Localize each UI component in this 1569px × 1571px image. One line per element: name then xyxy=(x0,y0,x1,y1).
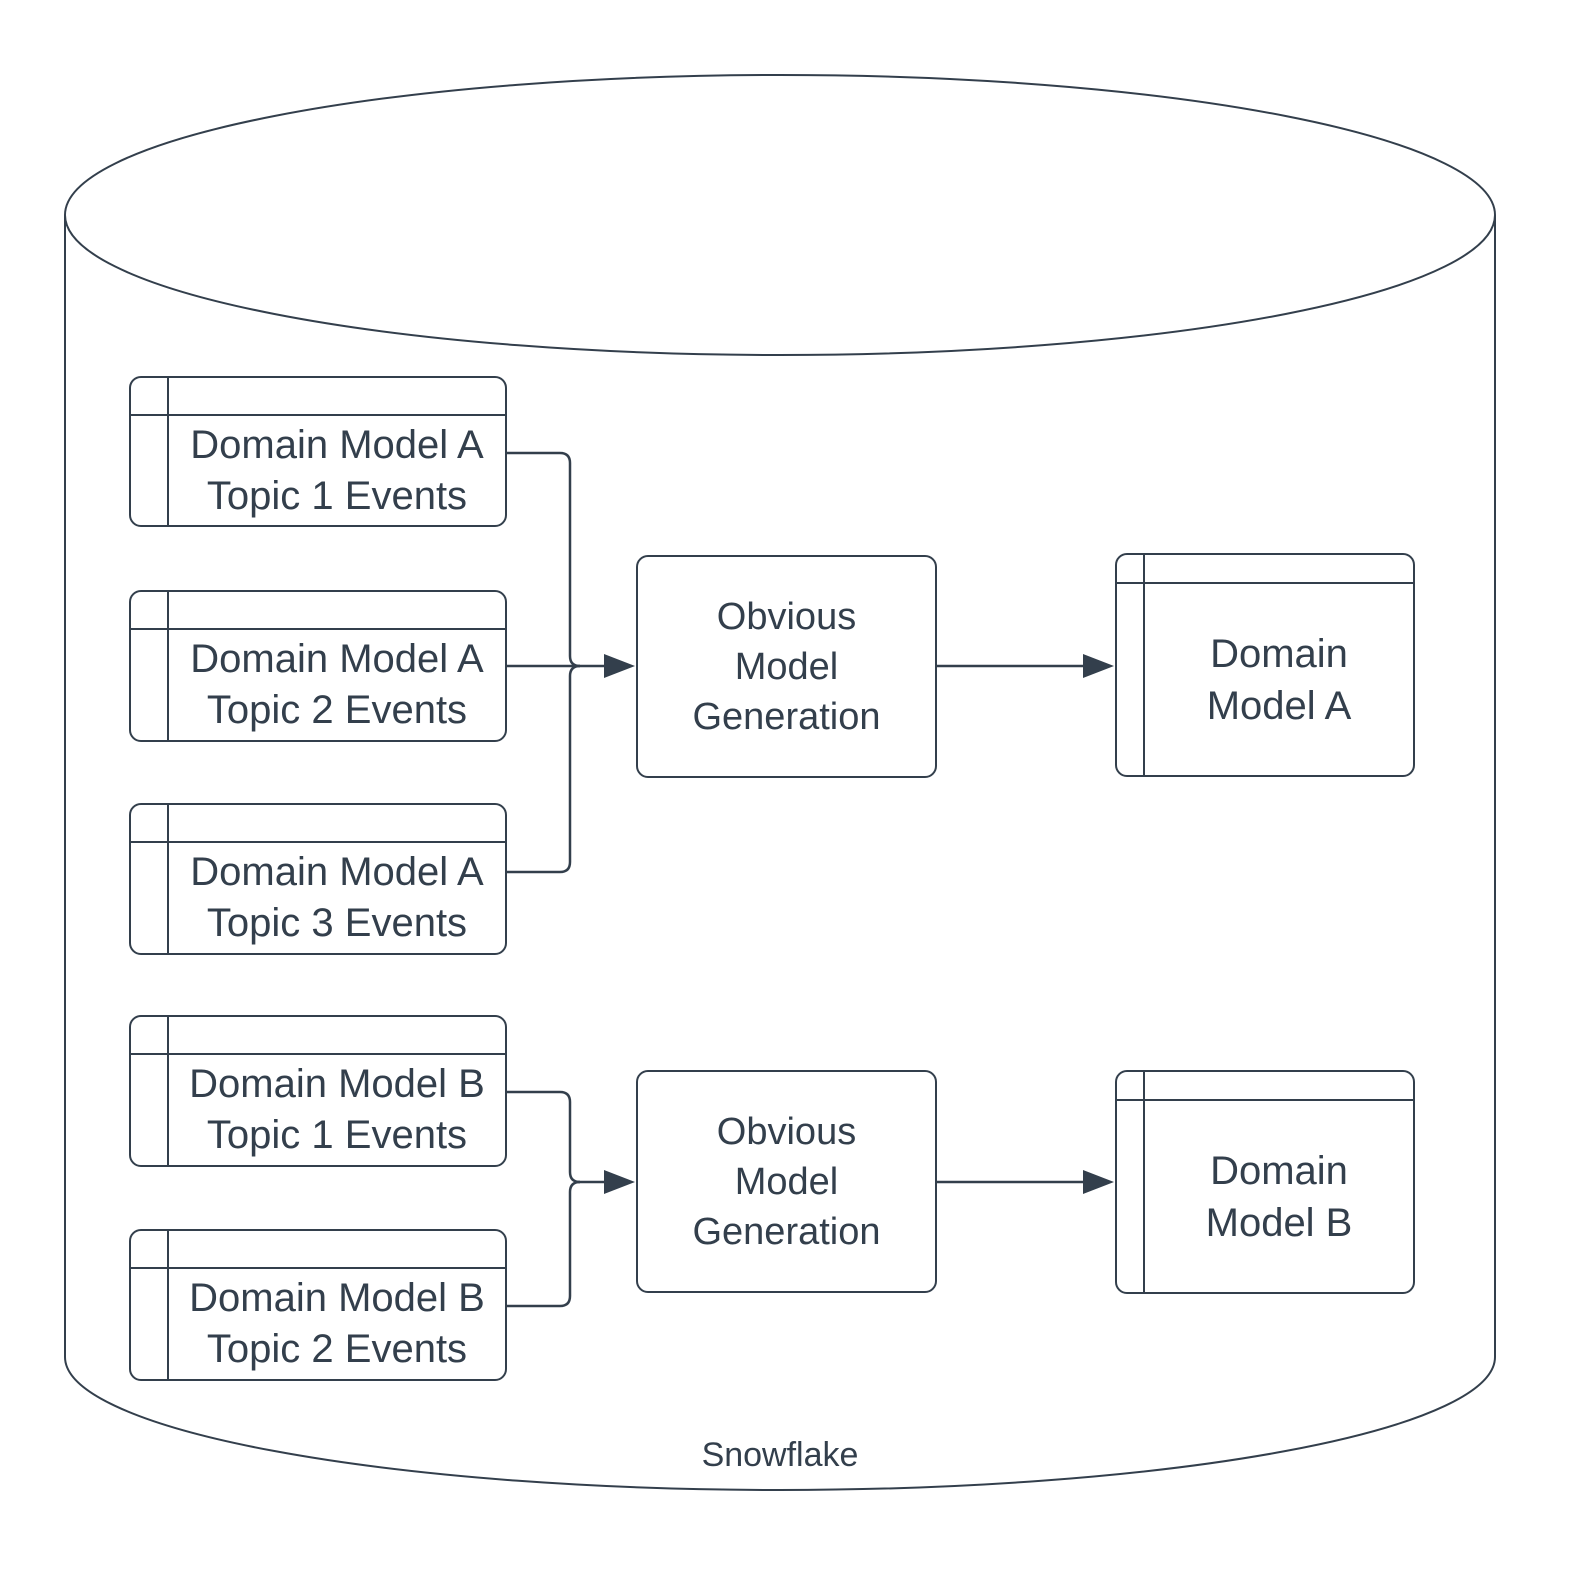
table-domain-model-b-topic-2-events: Domain Model B Topic 2 Events xyxy=(129,1229,507,1381)
arrowhead-b-into-model xyxy=(1083,1170,1114,1194)
table-label: Domain Model A xyxy=(1145,584,1413,775)
label-line: Domain xyxy=(1210,631,1348,676)
label-line: Topic 1 Events xyxy=(206,1113,468,1157)
connector-b-topic1 xyxy=(507,1090,581,1184)
arrowhead-a-into-model xyxy=(1083,654,1114,678)
label-line: Domain Model B xyxy=(189,1062,485,1106)
table-domain-model-a-topic-2-events: Domain Model A Topic 2 Events xyxy=(129,590,507,742)
label-line: Topic 2 Events xyxy=(206,688,468,732)
cylinder-label: Snowflake xyxy=(701,1436,859,1474)
table-label: Domain Model A Topic 1 Events xyxy=(169,416,505,525)
label-line: Domain Model B xyxy=(189,1276,485,1320)
table-label: Domain Model B xyxy=(1145,1101,1413,1292)
table-label: Domain Model B Topic 1 Events xyxy=(169,1055,505,1165)
table-column-divider xyxy=(1143,555,1145,775)
table-label: Domain Model B Topic 2 Events xyxy=(169,1269,505,1379)
label-line: Obvious xyxy=(716,595,857,638)
table-header-divider xyxy=(1117,1099,1413,1101)
table-header-divider xyxy=(131,628,505,630)
label-line: Obvious xyxy=(716,1110,857,1153)
label-line: Model xyxy=(734,645,839,688)
table-domain-model-b: Domain Model B xyxy=(1115,1070,1415,1294)
table-column-divider xyxy=(1143,1072,1145,1292)
table-domain-model-a-topic-1-events: Domain Model A Topic 1 Events xyxy=(129,376,507,527)
connector-a-topic3 xyxy=(507,664,581,874)
table-label: Domain Model A Topic 2 Events xyxy=(169,630,505,740)
process-obvious-model-generation-a: Obvious Model Generation xyxy=(636,555,937,778)
label-line: Model A xyxy=(1206,683,1352,728)
table-header-divider xyxy=(131,1267,505,1269)
arrowhead-a-into-generation xyxy=(604,654,635,678)
table-header-divider xyxy=(131,1053,505,1055)
label-line: Topic 3 Events xyxy=(206,901,468,945)
label-line: Generation xyxy=(692,695,881,738)
label-line: Domain Model A xyxy=(190,422,484,467)
label-line: Topic 1 Events xyxy=(206,473,468,518)
table-header-divider xyxy=(131,414,505,416)
table-header-divider xyxy=(131,841,505,843)
cylinder-top-ellipse xyxy=(64,74,1496,356)
table-column-divider xyxy=(167,1017,169,1165)
label-line: Domain xyxy=(1210,1148,1348,1193)
table-domain-model-b-topic-1-events: Domain Model B Topic 1 Events xyxy=(129,1015,507,1167)
table-label: Domain Model A Topic 3 Events xyxy=(169,843,505,953)
table-domain-model-a: Domain Model A xyxy=(1115,553,1415,777)
cylinder-body xyxy=(64,215,1496,1491)
label-line: Topic 2 Events xyxy=(206,1327,468,1371)
label-line: Generation xyxy=(692,1210,881,1253)
table-column-divider xyxy=(167,592,169,740)
table-header-divider xyxy=(1117,582,1413,584)
label-line: Domain Model A xyxy=(190,637,484,681)
label-line: Model B xyxy=(1205,1200,1353,1245)
connector-a-topic1 xyxy=(507,451,581,668)
process-obvious-model-generation-b: Obvious Model Generation xyxy=(636,1070,937,1293)
label-line: Domain Model A xyxy=(190,850,484,894)
label-line: Model xyxy=(734,1160,839,1203)
connector-b-topic2 xyxy=(507,1180,581,1308)
arrowhead-b-into-generation xyxy=(604,1170,635,1194)
table-column-divider xyxy=(167,805,169,953)
table-column-divider xyxy=(167,1231,169,1379)
table-domain-model-a-topic-3-events: Domain Model A Topic 3 Events xyxy=(129,803,507,955)
table-column-divider xyxy=(167,378,169,525)
